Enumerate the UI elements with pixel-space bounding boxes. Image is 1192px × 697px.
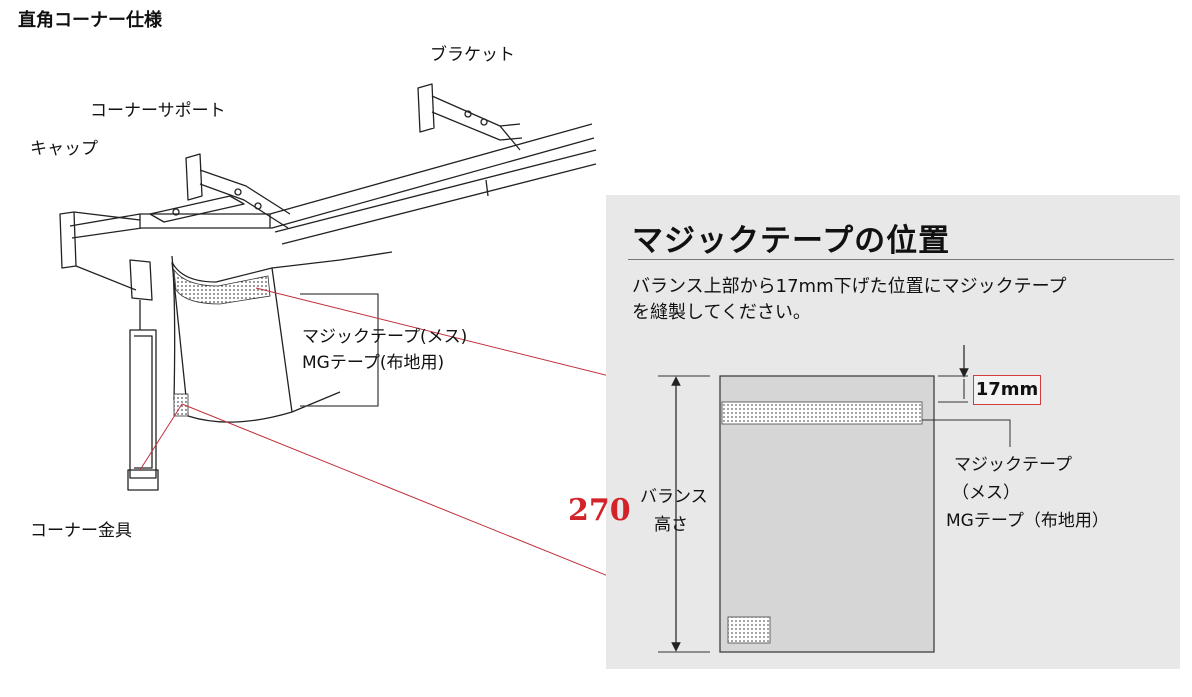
bracket-part <box>417 83 523 151</box>
panel-title: マジックテープの位置 <box>632 223 951 259</box>
height-value: 270 <box>568 493 631 528</box>
tape-position-panel: マジックテープの位置 バランス上部から17mm下げた位置にマジックテープ を縫製… <box>568 195 1180 669</box>
label-tape-line2: MGテープ(布地用) <box>302 353 445 373</box>
tape-label-line2: （メス） <box>952 483 1020 503</box>
curtain-rail <box>69 123 597 245</box>
page-title: 直角コーナー仕様 <box>18 10 162 31</box>
tape-label-line1: マジックテープ <box>954 455 1072 475</box>
panel-description-line2: を縫製してください。 <box>632 302 811 323</box>
corner-support-part <box>149 153 291 229</box>
height-label-line1: バランス <box>640 487 708 507</box>
tape-label-line3: MGテープ（布地用） <box>946 511 1109 531</box>
label-tape-line1: マジックテープ(メス) <box>302 327 468 347</box>
leader-line-hardware <box>139 403 183 471</box>
tape-strip-bottom <box>727 616 771 644</box>
label-bracket: ブラケット <box>430 45 515 65</box>
label-cap: キャップ <box>30 139 98 159</box>
tape-strip-top <box>721 401 923 425</box>
tape-patch-top <box>173 268 271 305</box>
label-corner-hardware: コーナー金具 <box>30 521 132 541</box>
label-corner-support: コーナーサポート <box>90 101 226 121</box>
offset-17mm-label: 17mm <box>973 375 1041 405</box>
panel-divider <box>628 259 1174 260</box>
height-label-line2: 高さ <box>654 515 688 535</box>
valance-dimension-diagram <box>658 345 1011 653</box>
corner-hardware-part <box>127 259 159 491</box>
cap-part <box>59 211 141 291</box>
panel-description-line1: バランス上部から17mm下げた位置にマジックテープ <box>632 276 1067 297</box>
